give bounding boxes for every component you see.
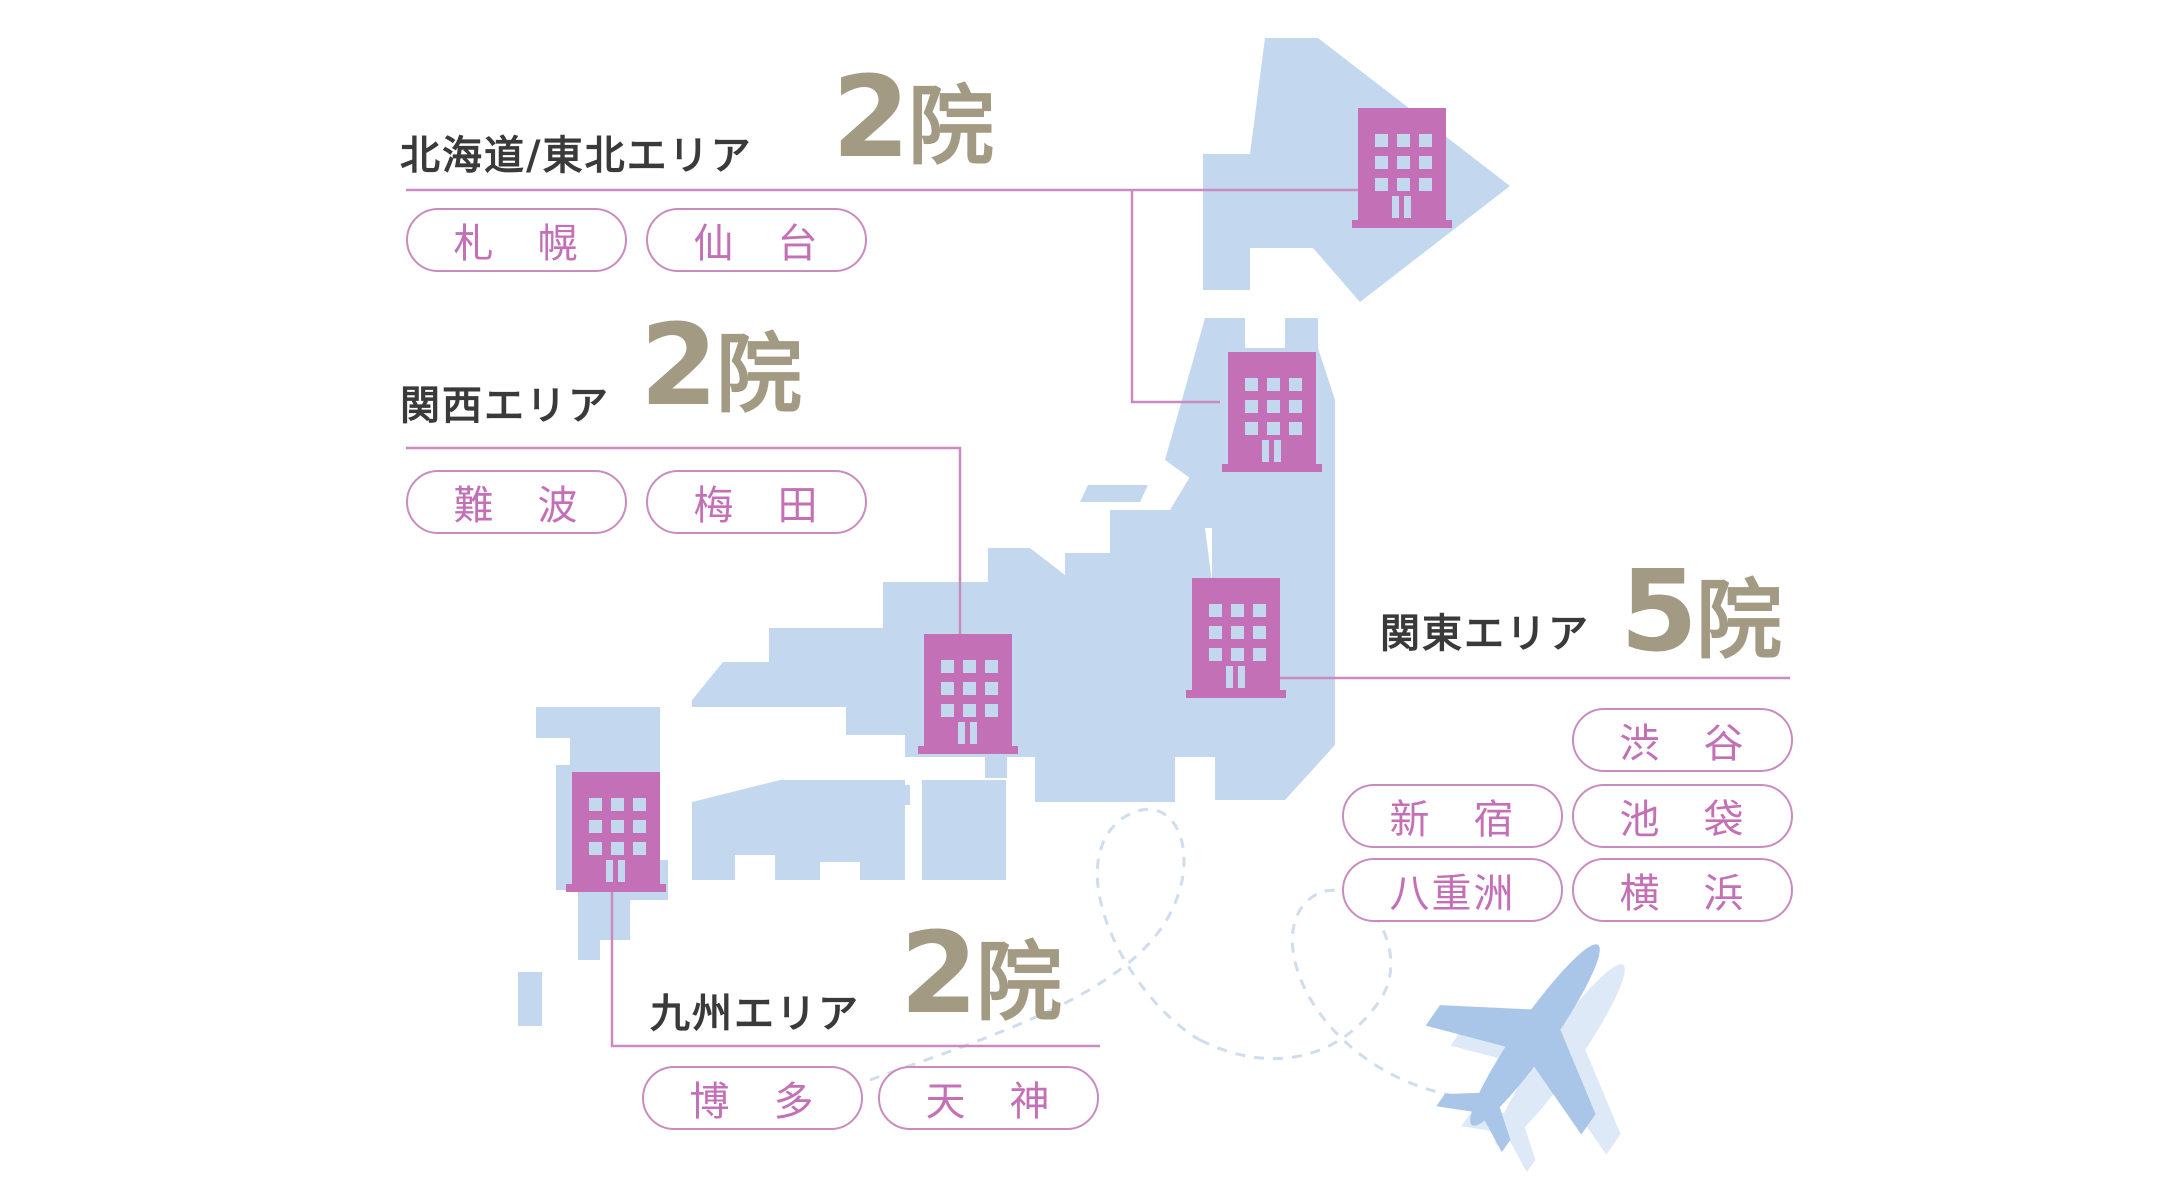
count-kanto: 5院 [1620,556,1782,668]
count-number-kansai: 2 [640,301,718,431]
count-number-kyushu: 2 [900,909,978,1039]
area-title-kansai: 関西エリア [400,383,610,429]
branch-ikebukuro[interactable]: 池 袋 [1572,784,1793,848]
building-icon-kyushu [566,772,666,892]
count-unit-kansai: 院 [715,325,802,425]
branch-namba[interactable]: 難 波 [406,470,627,534]
area-title-kanto: 関東エリア [1380,611,1590,657]
flight-path-loop-left [869,807,1201,1082]
branch-hakata[interactable]: 博 多 [642,1066,863,1130]
branch-tenjin[interactable]: 天 神 [878,1066,1099,1130]
building-icon-kanto [1186,578,1286,698]
building-icons [566,108,1452,892]
honshu-land [692,460,1335,802]
awaji-land [888,785,910,805]
area-title-hokkaido-tohoku: 北海道/東北エリア [400,133,753,179]
building-icon-tohoku [1222,352,1322,472]
branch-umeda[interactable]: 梅 田 [646,470,867,534]
flight-path [869,807,1451,1097]
branch-shibuya[interactable]: 渋 谷 [1572,708,1793,772]
branch-yokohama[interactable]: 横 浜 [1572,858,1793,922]
noto-land [988,548,1030,608]
building-icon-hokkaido [1352,108,1452,228]
shikoku-land [692,780,905,880]
sado-land [1080,485,1148,502]
leader-line-tohoku [1130,190,1220,404]
count-number-hokkaido-tohoku: 2 [832,53,910,183]
count-kyushu: 2院 [900,918,1062,1030]
leader-line-kansai [406,446,962,635]
count-unit-kyushu: 院 [975,933,1062,1033]
southern-island-land [518,972,542,1026]
leader-lines [406,188,1790,1048]
kii-land [922,780,1006,880]
flight-path-loop-right [1199,888,1451,1097]
count-kansai: 2院 [640,310,802,422]
branch-yaesu[interactable]: 八重洲 [1342,858,1563,922]
branch-shinjuku[interactable]: 新 宿 [1342,784,1563,848]
hokkaido-land [1203,38,1510,302]
branch-sapporo[interactable]: 札 幌 [406,208,627,272]
branch-sendai[interactable]: 仙 台 [646,208,867,272]
count-unit-hokkaido-tohoku: 院 [907,77,994,177]
leader-line-kyushu [610,888,1100,1048]
count-unit-kanto: 院 [1695,571,1782,671]
count-number-kanto: 5 [1620,547,1698,677]
airplane-icon [1425,944,1625,1173]
count-hokkaido-tohoku: 2院 [832,62,994,174]
building-icon-kansai [918,634,1018,754]
area-title-kyushu: 九州エリア [650,991,860,1037]
